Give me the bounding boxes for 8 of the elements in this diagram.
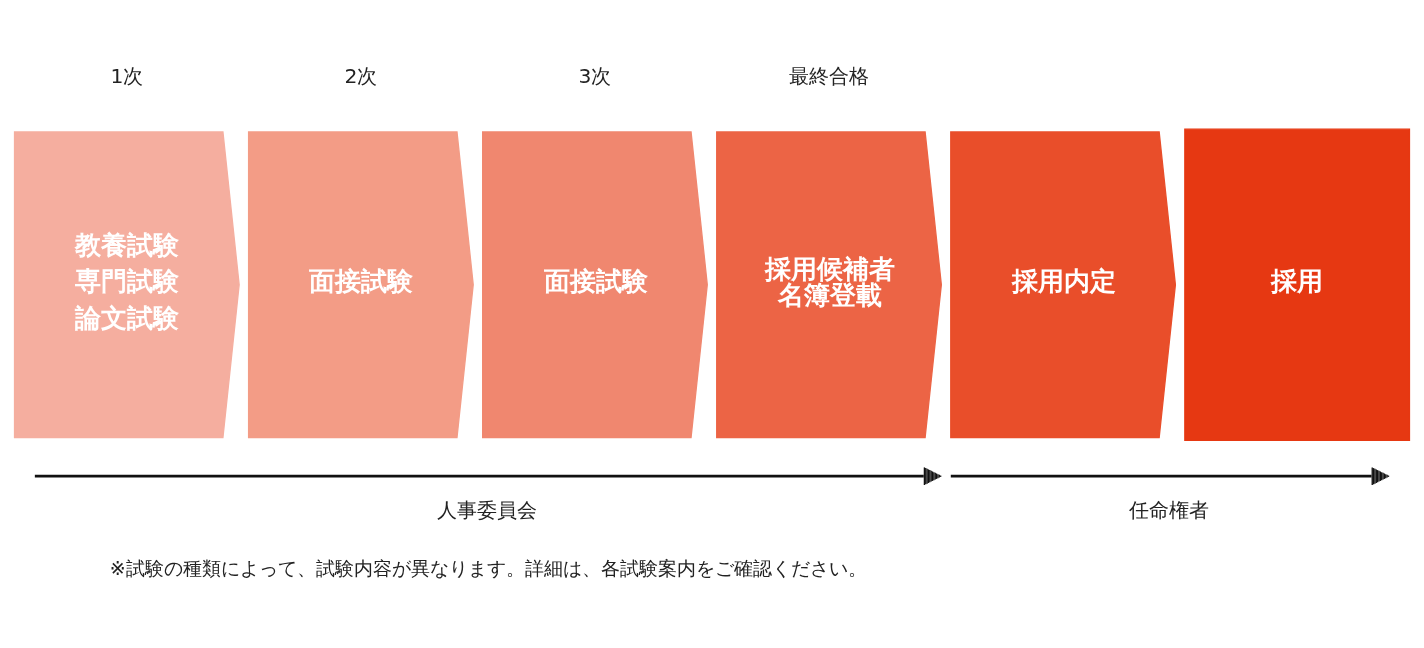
label: ※試験の種類によって、試験内容が異なります。詳細は、各試験案内をご確認ください。	[109, 557, 867, 580]
label: 人事委員会	[436, 498, 537, 523]
node-label: 2次	[344, 63, 378, 88]
node-box: 採用	[1184, 128, 1411, 442]
node-label: 最終合格	[789, 63, 870, 88]
label: 任命権者	[1128, 498, 1209, 523]
node-label: 3次	[578, 63, 612, 88]
node-label: 1次	[110, 63, 144, 88]
